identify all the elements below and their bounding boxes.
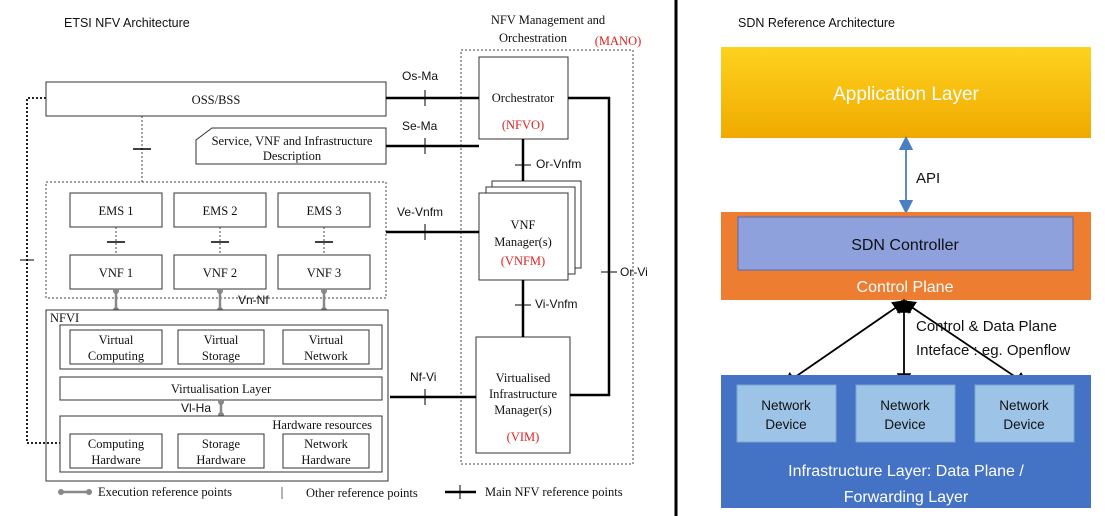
vim-abbr: (VIM): [507, 430, 540, 444]
virtual-storage-line1: Virtual: [204, 333, 239, 347]
application-layer-label: Application Layer: [833, 84, 979, 105]
vnf-1-label: VNF 1: [99, 266, 133, 280]
mano-abbr: (MANO): [595, 34, 642, 48]
vim-line1: Virtualised: [496, 371, 552, 385]
vi-vnfm-label: Vi-Vnfm: [535, 297, 577, 311]
mano-container: [460, 49, 634, 465]
virtual-computing-line2: Computing: [88, 349, 145, 363]
ems-3-box: [277, 192, 371, 228]
interface-line1: Control & Data Plane: [916, 318, 1057, 335]
ve-vnfm-label: Ve-Vnfm: [397, 205, 443, 219]
infrastructure-line1: Infrastructure Layer: Data Plane /: [788, 463, 1024, 480]
hardware-resources-label: Hardware resources: [272, 418, 372, 432]
or-vnfm-label: Or-Vnfm: [536, 157, 581, 171]
virtualisation-layer-label: Virtualisation Layer: [171, 382, 272, 396]
network-hardware-line2: Hardware: [301, 453, 351, 467]
network-device-3-box: [974, 384, 1075, 443]
vim-line3: Manager(s): [494, 403, 552, 417]
computing-hardware-line1: Computing: [88, 437, 145, 451]
control-plane-label: Control Plane: [857, 279, 954, 296]
storage-hardware-box: [177, 433, 265, 469]
network-device-1-line2: Device: [765, 417, 806, 432]
network-device-2-box: [855, 384, 956, 443]
vn-nf-label: Vn-Nf: [238, 293, 269, 307]
sdn-title: SDN Reference Architecture: [738, 16, 895, 30]
network-device-3-line1: Network: [999, 398, 1049, 413]
vnf-2-label: VNF 2: [203, 266, 237, 280]
virtual-computing-box: [69, 329, 163, 365]
ems-1-label: EMS 1: [98, 204, 133, 218]
legend: Execution reference points Other referen…: [58, 485, 623, 500]
virtual-computing-line1: Virtual: [99, 333, 134, 347]
vnfm-box: [478, 192, 569, 281]
network-device-3-line2: Device: [1003, 417, 1044, 432]
sdn-diagram: SDN Reference Architecture Application L…: [721, 16, 1091, 508]
network-device-2-line2: Device: [884, 417, 925, 432]
virtual-network-line2: Network: [304, 349, 348, 363]
ems-1-box: [69, 192, 163, 228]
oss-hardware-loop: [26, 97, 60, 444]
network-device-1-box: [736, 384, 837, 443]
vim-line2: Infrastructure: [489, 387, 557, 401]
virtual-storage-line2: Storage: [202, 349, 241, 363]
legend-execution: Execution reference points: [98, 485, 232, 499]
computing-hardware-line2: Hardware: [91, 453, 141, 467]
orchestrator-box: [478, 56, 569, 140]
nfvo-label: (NFVO): [502, 118, 544, 132]
virtual-storage-box: [177, 329, 265, 365]
infrastructure-line2: Forwarding Layer: [844, 489, 969, 506]
or-vi-label: Or-Vi: [620, 265, 648, 279]
control-arrow-right: [901, 299, 1029, 387]
nf-vi-label: Nf-Vi: [410, 370, 436, 384]
nfvi-label: NFVI: [50, 311, 79, 325]
network-device-2-line1: Network: [880, 398, 930, 413]
os-ma-label: Os-Ma: [402, 69, 438, 83]
network-hardware-box: [282, 433, 370, 469]
etsi-nfv-diagram: ETSI NFV Architecture NFV Management and…: [20, 13, 648, 500]
legend-other: Other reference points: [306, 486, 418, 500]
vnf-2-box: [173, 254, 267, 290]
application-layer-box: [721, 47, 1091, 138]
network-device-1-line1: Network: [761, 398, 811, 413]
vnf-1-box: [69, 254, 163, 290]
interface-line2: Inteface : eg. Openflow: [916, 342, 1070, 359]
sdn-controller-box: [737, 216, 1074, 271]
se-ma-label: Se-Ma: [402, 119, 438, 133]
service-description-box: [195, 127, 387, 165]
storage-hardware-line1: Storage: [202, 437, 241, 451]
oss-bss-label: OSS/BSS: [192, 93, 241, 107]
network-hardware-line1: Network: [304, 437, 348, 451]
storage-hardware-line2: Hardware: [196, 453, 246, 467]
ems-2-box: [173, 192, 267, 228]
service-description-line2: Description: [263, 149, 322, 163]
etsi-title: ETSI NFV Architecture: [64, 16, 190, 30]
ems-2-label: EMS 2: [202, 204, 237, 218]
virtual-network-line1: Virtual: [309, 333, 344, 347]
service-description-line1: Service, VNF and Infrastructure: [212, 134, 373, 148]
mano-title-line2: Orchestration: [499, 31, 568, 45]
mano-title-line1: NFV Management and: [491, 13, 606, 27]
vnfm-line1: VNF: [510, 218, 535, 232]
ems-vnf-container: [45, 181, 387, 299]
vnf-3-box: [277, 254, 371, 290]
legend-main: Main NFV reference points: [485, 485, 623, 499]
virtual-network-box: [282, 329, 370, 365]
vnf-3-label: VNF 3: [307, 266, 341, 280]
api-label: API: [916, 170, 940, 187]
ems-3-label: EMS 3: [306, 204, 341, 218]
vnfm-abbr: (VNFM): [501, 254, 545, 268]
sdn-controller-label: SDN Controller: [851, 237, 959, 254]
vim-box: [475, 336, 571, 454]
vnfm-line2: Manager(s): [494, 235, 552, 249]
computing-hardware-box: [69, 433, 163, 469]
vl-ha-label: Vl-Ha: [181, 401, 211, 415]
orchestrator-label: Orchestrator: [492, 91, 555, 105]
control-arrow-left: [782, 299, 907, 387]
